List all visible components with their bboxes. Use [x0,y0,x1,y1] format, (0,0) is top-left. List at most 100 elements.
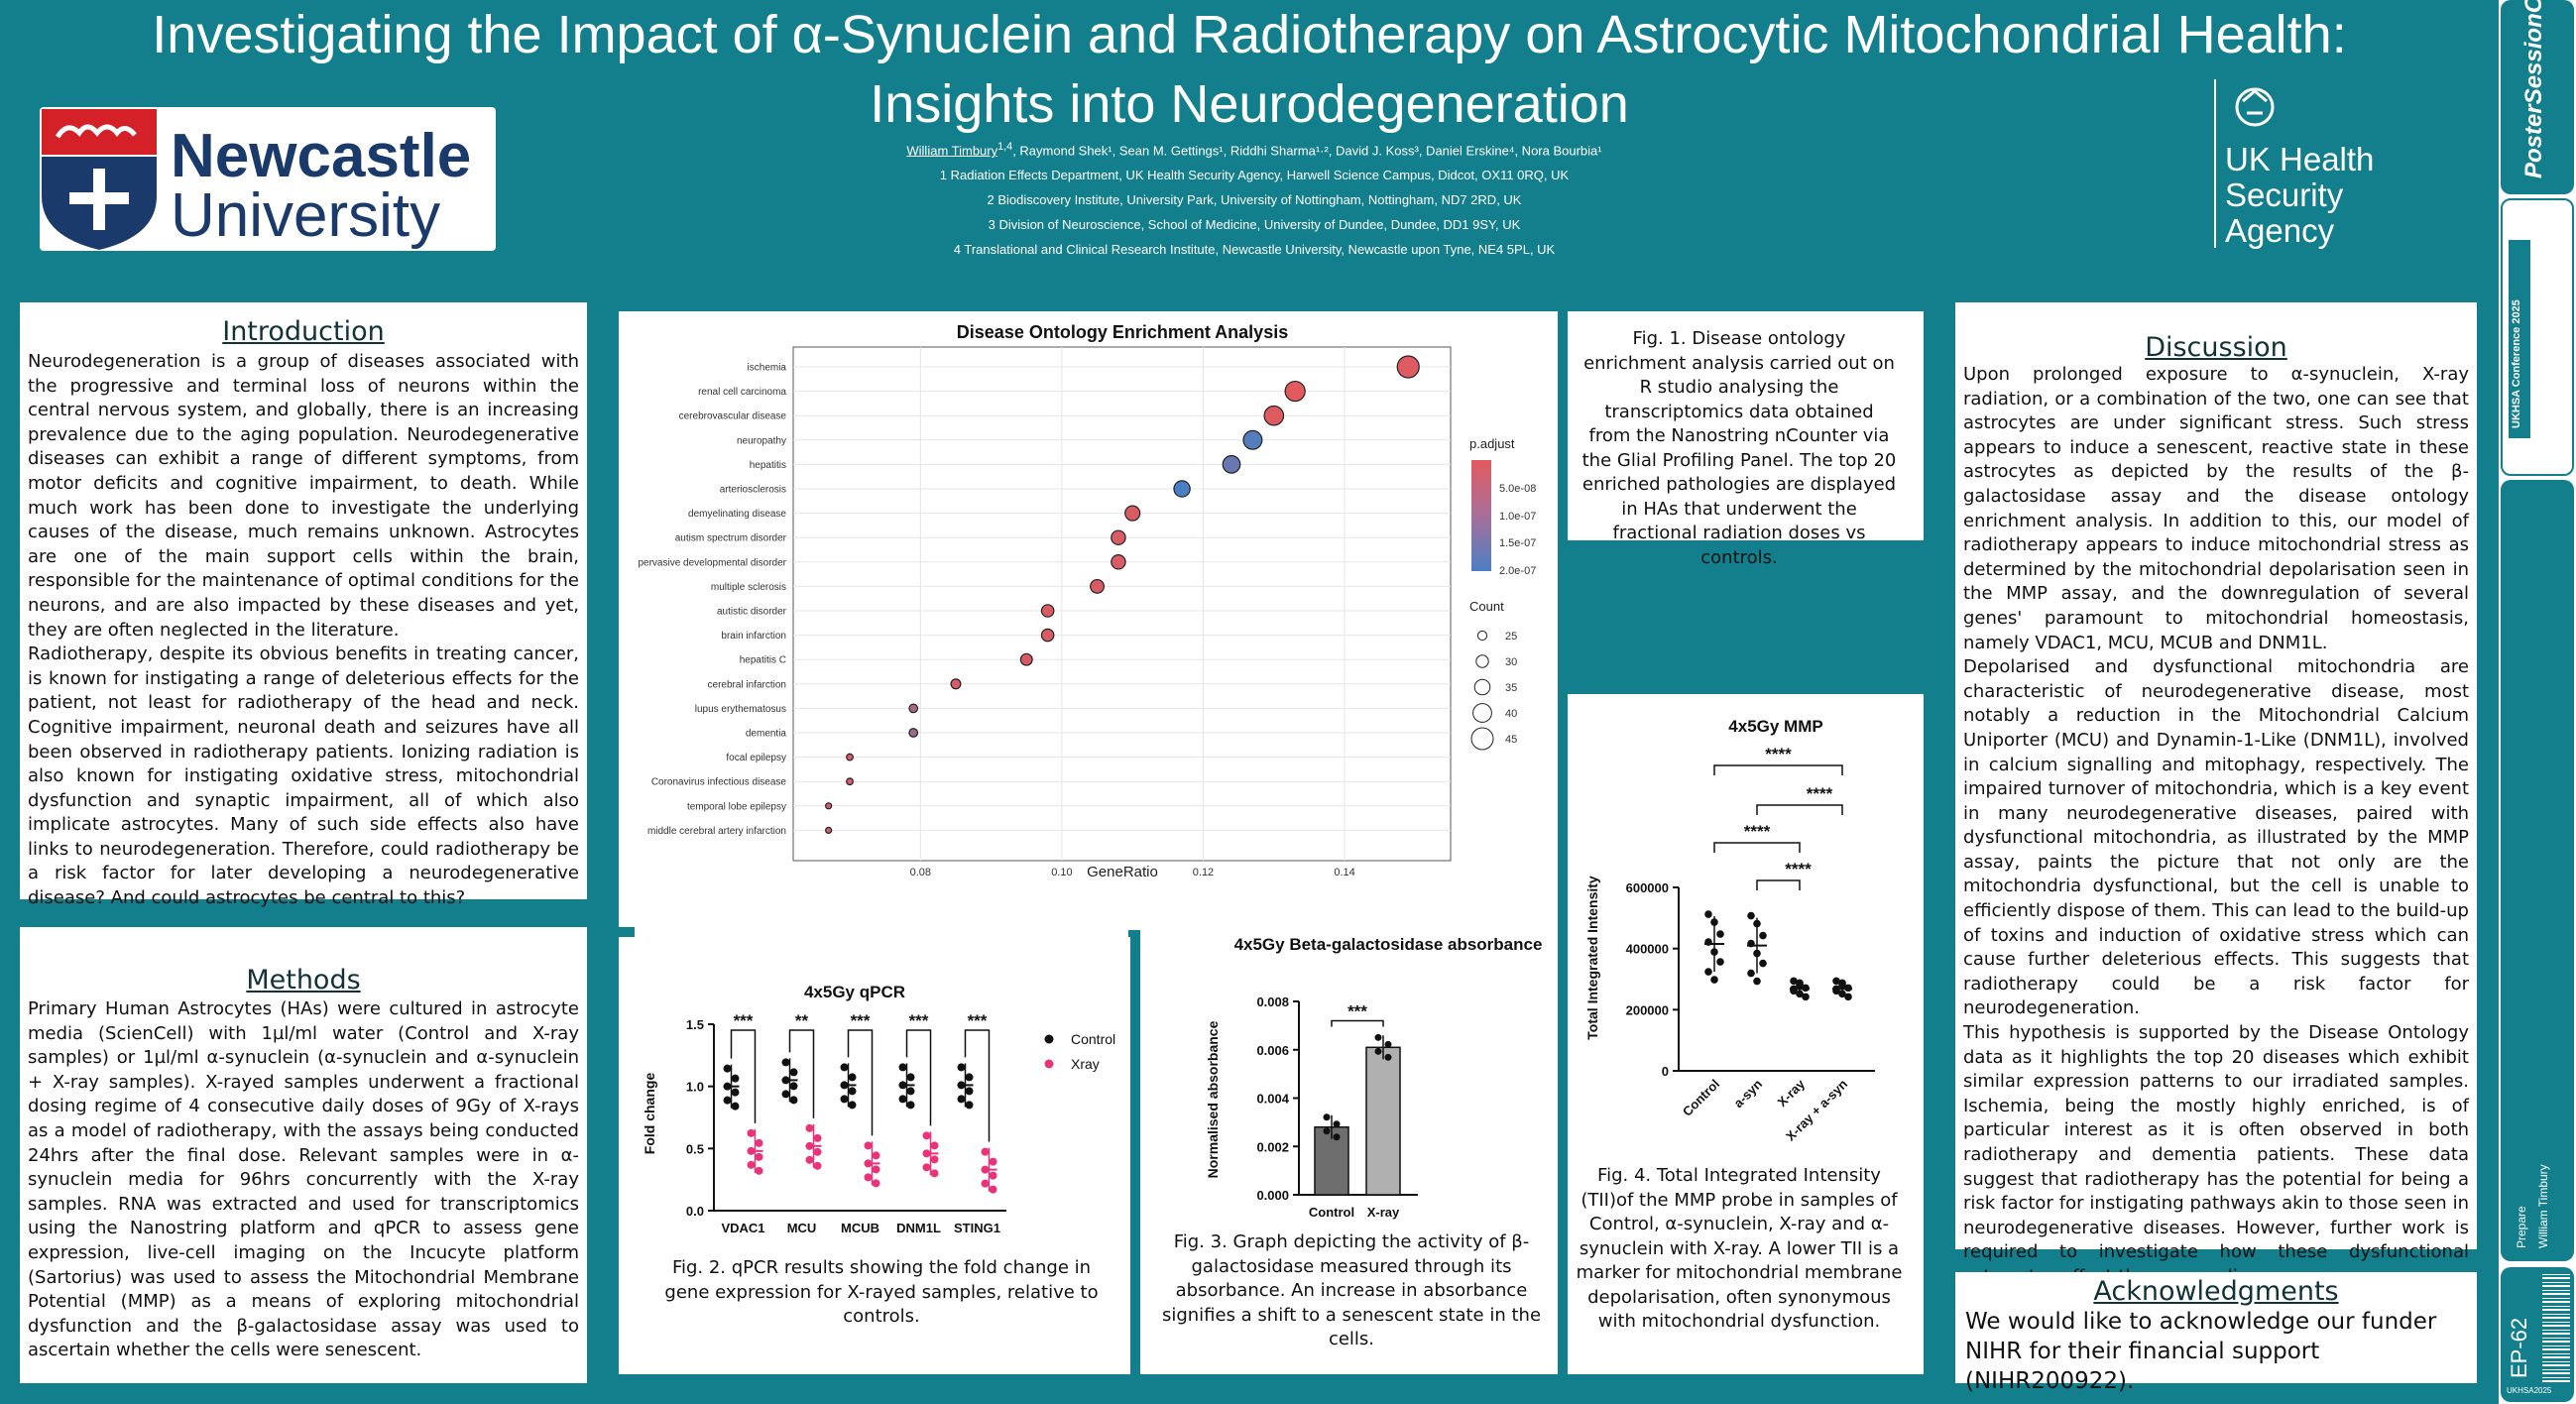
poster-background: Investigating the Impact of α-Synuclein … [0,0,2499,1404]
strip-card-prepare[interactable]: Prepare William Timbury [2501,480,2574,1261]
do-legend-color-label: 5.0e-08 [1499,483,1536,495]
do-category-label: multiple sclerosis [711,582,786,593]
bgal-y-tick-label: 0.006 [1256,1043,1289,1058]
do-category-label: hepatitis C [740,655,786,666]
mmp-point [1838,990,1846,998]
strip-card3-text-b: William Timbury [2536,1164,2550,1248]
qpcr-sig-bracket [730,1029,757,1123]
co-authors: , Raymond Shek¹, Sean M. Gettings¹, Ridd… [1012,143,1602,159]
mmp-point [1802,984,1810,993]
right-side-strip: PosterSessionOnline UKHSA Conference 202… [2501,0,2576,1404]
do-point [1040,628,1055,643]
do-point [825,802,833,810]
fig1-panel: Disease Ontology Enrichment Analysis isc… [635,315,1557,930]
qpcr-point [872,1165,880,1174]
strip-card-code[interactable]: EP-62 UKHSA2025 [2501,1267,2574,1402]
bgal-chart-title: 4x5Gy Beta-galactosidase absorbance [1234,935,1543,954]
do-legend-color-title: p.adjust [1469,436,1515,451]
mmp-sig-bracket [1713,842,1801,853]
qpcr-point [848,1101,857,1110]
qpcr-point [930,1141,939,1150]
do-plot-area [792,346,1452,862]
newcastle-crest-icon: Newcastle University [42,109,471,250]
mmp-point [1790,985,1798,994]
mmp-point [1832,977,1840,986]
mmp-point [1753,919,1761,928]
methods-paragraph: Primary Human Astrocytes (HAs) were cult… [28,998,579,1361]
do-category-label: temporal lobe epilepsy [687,801,786,812]
results-divider-v2 [1130,927,1140,1386]
do-chart-title: Disease Ontology Enrichment Analysis [957,322,1288,342]
do-legend-size-title: Count [1469,599,1504,614]
mmp-sig-label: **** [1744,822,1771,841]
do-point [1040,604,1055,618]
mmp-point [1838,979,1846,988]
mmp-points [1704,910,1852,1001]
do-legend-color-label: 2.0e-07 [1499,565,1536,577]
fig3-caption-text: Fig. 3. Graph depicting the activity of … [1161,1231,1542,1349]
qpcr-point [789,1082,798,1091]
mmp-y-tick-label: 200000 [1626,1002,1669,1017]
mmp-point [1832,985,1840,994]
strip-card-conference[interactable]: UKHSA Conference 2025 [2501,198,2574,476]
discussion-paragraph-3: This hypothesis is supported by the Dise… [1963,1022,2469,1287]
ukhsa-line2: Security [2225,176,2344,213]
poster-code-small: UKHSA2025 [2507,1386,2552,1395]
qpcr-legend-dot [1044,1034,1054,1044]
mmp-point [1802,993,1810,1001]
do-category-label: Coronavirus infectious disease [651,777,787,788]
introduction-paragraph-2: Radiotherapy, despite its obvious benefi… [28,644,579,909]
do-category-label: lupus erythematosus [695,704,786,715]
do-category-label: cerebral infarction [708,679,786,690]
do-category-label: focal epilepsy [726,753,786,763]
mmp-point [1716,958,1724,966]
do-point [1263,405,1285,426]
qpcr-point [723,1082,732,1091]
qpcr-point [930,1155,939,1164]
do-x-tick-label: 0.12 [1193,867,1214,878]
mmp-point [1753,949,1761,958]
results-divider-v [1558,299,1568,1386]
do-category-label: renal cell carcinoma [698,387,786,398]
qpcr-point [805,1141,814,1150]
do-category-label: arteriosclerosis [720,485,786,496]
mmp-point [1716,930,1724,938]
qpcr-point [981,1179,990,1188]
do-category-label: demyelinating disease [688,509,786,520]
lead-author: William Timbury [906,143,998,159]
qpcr-point [864,1173,873,1182]
results-divider-h2 [1568,540,1934,694]
bgal-y-tick-label: 0.008 [1256,994,1289,1009]
do-category-label: neuropathy [737,435,786,446]
qpcr-x-tick-label: VDAC1 [721,1221,764,1235]
disease-ontology-chart: Disease Ontology Enrichment Analysis isc… [638,322,1536,880]
do-point [1111,554,1126,570]
bgal-y-axis-label: Normalised absorbance [1205,1020,1221,1178]
author-line: William Timbury1,4, Raymond Shek¹, Sean … [694,135,1815,163]
do-size-legend-label: 25 [1505,631,1517,643]
qpcr-x-tick-label: STING1 [954,1221,1000,1235]
qpcr-point [747,1160,756,1169]
bgal-point [1333,1133,1341,1141]
qpcr-sig-bracket [847,1029,874,1136]
authors-block: William Timbury1,4, Raymond Shek¹, Sean … [694,135,1815,262]
do-legend-gradient [1471,460,1491,571]
fig1-caption: Fig. 1. Disease ontology enrichment anal… [1568,315,1911,568]
do-point [1284,380,1306,403]
qpcr-point [813,1161,822,1170]
do-point [1019,652,1033,666]
strip-card-psonline[interactable]: PosterSessionOnline [2501,0,2574,194]
do-size-legend-label: 35 [1505,682,1517,694]
qpcr-point [898,1081,907,1090]
qpcr-point [781,1058,790,1067]
qpcr-sig-label: *** [968,1011,988,1030]
qpcr-point [840,1081,849,1090]
qpcr-point [813,1147,822,1156]
lead-author-sup: 1,4 [997,141,1013,153]
mmp-point [1753,977,1761,986]
mmp-point [1759,959,1767,968]
fig2-caption: Fig. 2. qPCR results showing the fold ch… [656,1256,1107,1330]
